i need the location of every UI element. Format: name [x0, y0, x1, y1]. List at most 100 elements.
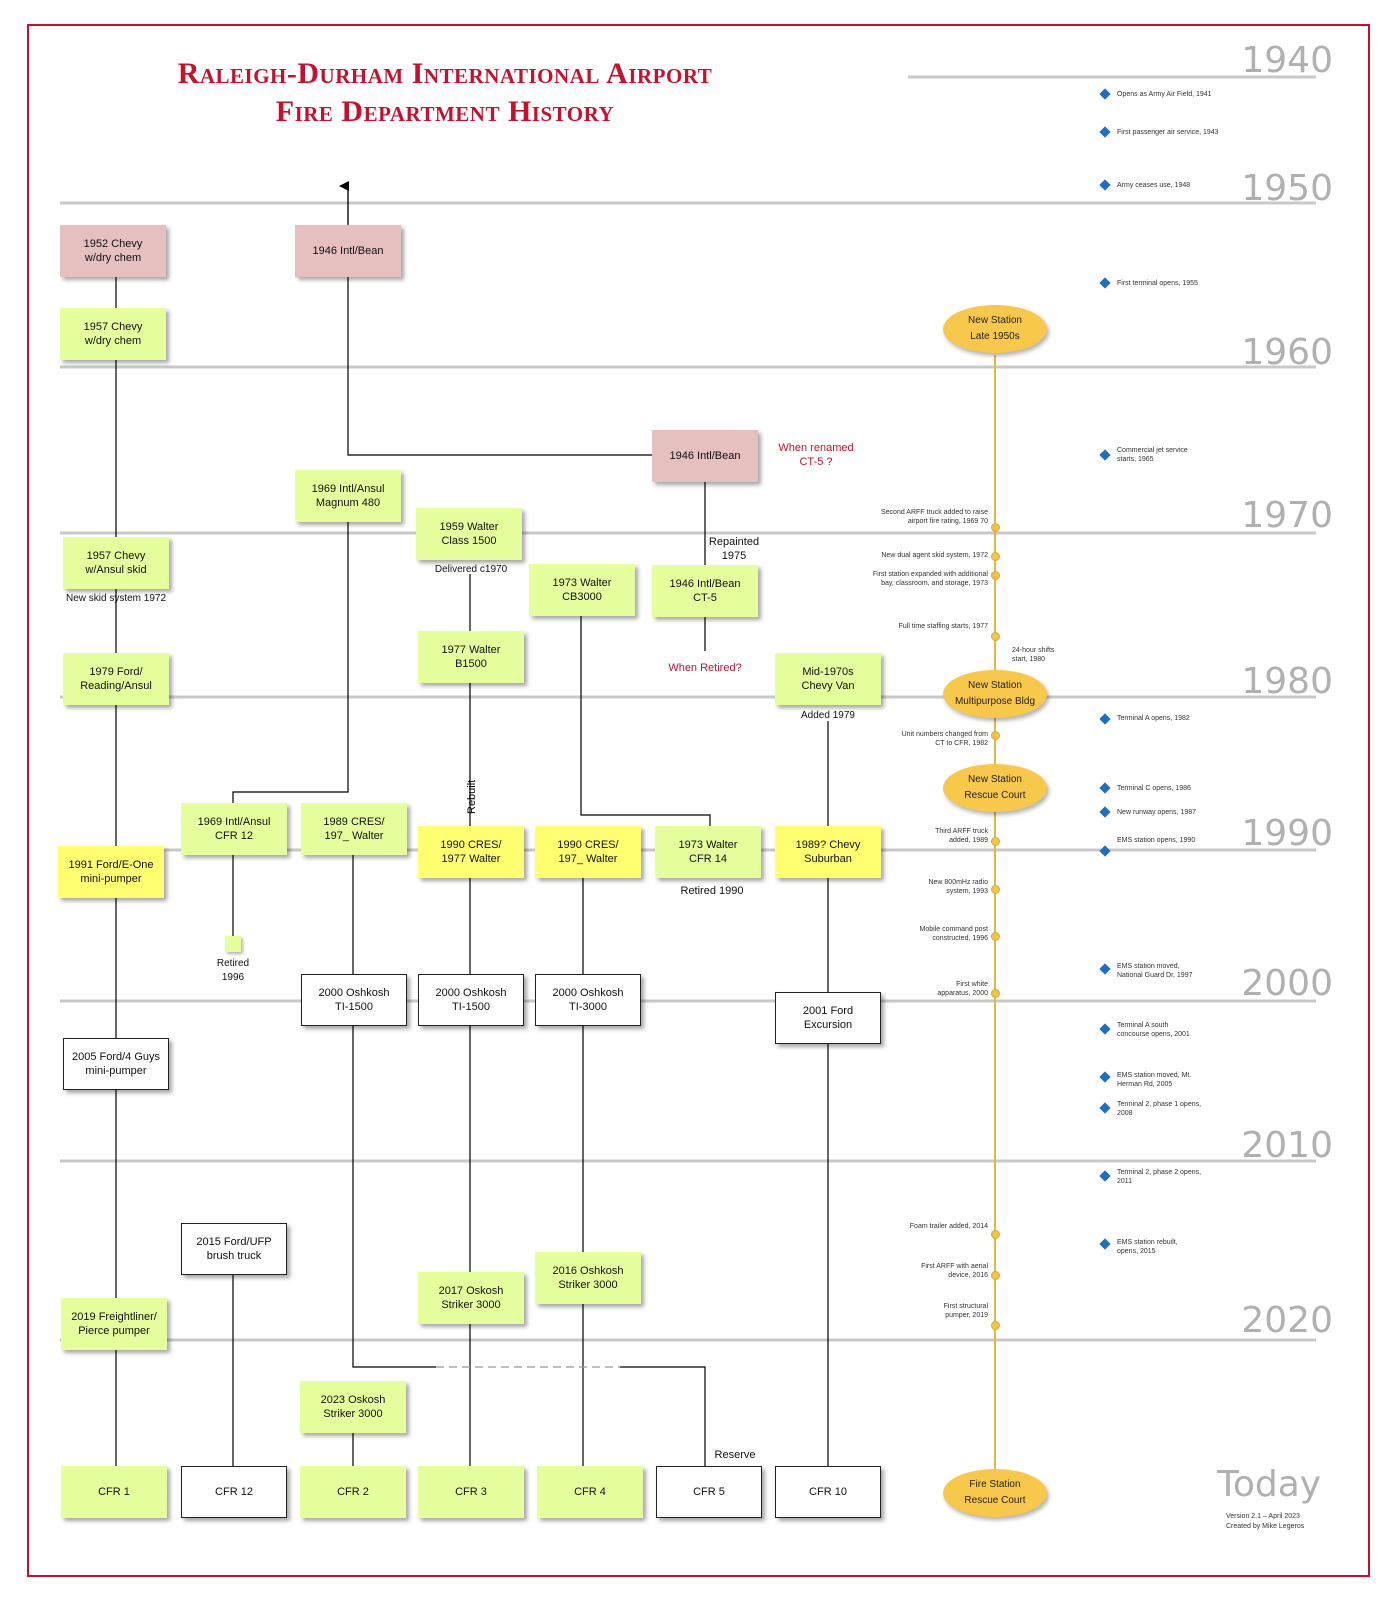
page-title: Raleigh-Durham International Airport [177, 57, 713, 90]
unit-cfr-12: CFR 12 [181, 1466, 287, 1518]
box-1989-cres: 1989 CRES/ 197_ Walter [301, 803, 407, 855]
unit-cfr-2: CFR 2 [300, 1466, 406, 1518]
box-1990-cres-197: 1990 CRES/ 197_ Walter [535, 826, 641, 878]
airport-event: EMS station moved, Mt. Herman Rd, 2005 [1117, 1072, 1192, 1088]
station-event-dot [991, 1230, 1000, 1239]
station-event-dot [991, 1321, 1000, 1330]
page-subtitle: Fire Department History [275, 95, 615, 128]
station-event-dot [991, 932, 1000, 941]
box-2000-oshkosh-a: 2000 Oshkosh TI-1500 [301, 974, 407, 1026]
box-1946-intl-bean: 1946 Intl/Bean [295, 225, 401, 277]
decade-1990: 1990 [1241, 813, 1333, 854]
note-new-skid: New skid system 1972 [65, 593, 167, 604]
station-event: First station expanded with additional b… [872, 571, 988, 587]
box-2005-ford: 2005 Ford/4 Guys mini-pumper [63, 1038, 169, 1090]
station-event: New dual agent skid system, 1972 [881, 552, 988, 559]
station-event: Unit numbers changed from CT to CFR, 198… [901, 731, 988, 747]
airport-event: EMS station opens, 1990 [1117, 837, 1196, 844]
box-1946-intl-ct5: 1946 Intl/Bean CT-5 [652, 565, 758, 617]
airport-event: Terminal C opens, 1986 [1117, 785, 1191, 792]
airport-event: First terminal opens, 1955 [1117, 280, 1198, 287]
station-event-dot [991, 731, 1000, 740]
note-when-renamed: When renamed CT-5 ? [778, 442, 854, 468]
station-rescue-court: New Station Rescue Court [943, 764, 1047, 812]
station-event-dot [991, 837, 1000, 846]
decade-2010: 2010 [1241, 1125, 1333, 1166]
station-event: Second ARFF truck added to raise airport… [881, 509, 988, 525]
page-frame [27, 24, 1370, 1577]
airport-event: Opens as Army Air Field, 1941 [1117, 91, 1212, 98]
station-event-dot [991, 632, 1000, 641]
station-event-dot [991, 571, 1000, 580]
airport-event: First passenger air service, 1943 [1117, 129, 1219, 136]
airport-event: Terminal A opens, 1982 [1117, 715, 1190, 722]
box-1957-chevy-ansul: 1957 Chevy w/Ansul skid [63, 537, 169, 589]
airport-event: Army ceases use, 1948 [1117, 182, 1191, 189]
station-event: Foam trailer added, 2014 [909, 1223, 988, 1230]
airport-event: Terminal A south concourse opens, 2001 [1117, 1022, 1190, 1038]
airport-event: Terminal 2, phase 1 opens, 2008 [1117, 1101, 1202, 1117]
station-event: First white apparatus, 2000 [937, 981, 988, 997]
note-when-retired: When Retired? [668, 662, 742, 674]
decade-1980: 1980 [1241, 661, 1333, 702]
version-note: Version 2.1 – April 2023 Created by Mike… [1226, 1513, 1305, 1530]
box-2019-freightliner: 2019 Freightliner/ Pierce pumper [61, 1298, 167, 1350]
decade-1960: 1960 [1241, 332, 1333, 373]
station-event: First structural pumper, 2019 [943, 1303, 988, 1319]
box-mid-1970s-chevy-van: Mid-1970s Chevy Van [775, 653, 881, 705]
note-retired-1996: Retired 1996 [216, 958, 250, 983]
box-1969-intl-magnum: 1969 Intl/Ansul Magnum 480 [295, 470, 401, 522]
box-2000-oshkosh-c: 2000 Oshkosh TI-3000 [535, 974, 641, 1026]
airport-event: EMS station moved, National Guard Dr, 19… [1117, 963, 1193, 979]
box-1973-walter-cb3000: 1973 Walter CB3000 [529, 564, 635, 616]
station-event-dot [991, 885, 1000, 894]
box-1952-chevy: 1952 Chevy w/dry chem [60, 225, 166, 277]
decade-1940: 1940 [1241, 40, 1333, 81]
decade-1970: 1970 [1241, 495, 1333, 536]
box-2023-oskosh: 2023 Oskosh Striker 3000 [300, 1381, 406, 1433]
box-2016-oshkosh: 2016 Oshkosh Striker 3000 [535, 1252, 641, 1304]
box-1989-chevy-suburban: 1989? Chevy Suburban [775, 826, 881, 878]
station-event: Full time staffing starts, 1977 [898, 623, 988, 630]
box-2001-ford-excursion: 2001 Ford Excursion [775, 992, 881, 1044]
box-2017-oskosh: 2017 Oskosh Striker 3000 [418, 1272, 524, 1324]
unit-cfr-4: CFR 4 [537, 1466, 643, 1518]
airport-event: Commercial jet service starts, 1965 [1117, 447, 1188, 463]
station-event-dot [991, 1271, 1000, 1280]
note-repainted: Repainted 1975 [708, 536, 760, 562]
box-2015-ford-ufp: 2015 Ford/UFP brush truck [181, 1223, 287, 1275]
retired-marker [225, 936, 241, 952]
decade-2020: 2020 [1241, 1300, 1333, 1341]
box-2000-oshkosh-b: 2000 Oshkosh TI-1500 [418, 974, 524, 1026]
box-1957-chevy-dry-chem: 1957 Chevy w/dry chem [60, 308, 166, 360]
station-event-shifts: 24-hour shifts start, 1980 [1012, 647, 1055, 663]
station-multipurpose: New Station Multipurpose Bldg [943, 670, 1047, 718]
note-rebuilt: Rebuilt [466, 779, 478, 814]
unit-cfr-3: CFR 3 [418, 1466, 524, 1518]
unit-cfr-5: CFR 5 [656, 1466, 762, 1518]
box-1969-intl-cfr12: 1969 Intl/Ansul CFR 12 [181, 803, 287, 855]
station-event-dot [991, 523, 1000, 532]
airport-event: EMS station rebuilt, opens, 2015 [1117, 1239, 1178, 1255]
box-1977-walter: 1977 Walter B1500 [418, 631, 524, 683]
station-event-dot [991, 552, 1000, 561]
station-event: New 800mHz radio system, 1993 [928, 879, 988, 895]
unit-cfr-1: CFR 1 [61, 1466, 167, 1518]
box-1991-ford: 1991 Ford/E-One mini-pumper [58, 846, 164, 898]
station-event: Third ARFF truck added, 1989 [935, 828, 988, 844]
station-event: First ARFF with aerial device, 2016 [921, 1263, 988, 1279]
box-1990-cres-1977: 1990 CRES/ 1977 Walter [418, 826, 524, 878]
box-1959-walter: 1959 Walter Class 1500 [416, 508, 522, 560]
box-1973-walter-cfr14: 1973 Walter CFR 14 [655, 826, 761, 878]
airport-event: New runway opens, 1987 [1117, 809, 1196, 816]
note-reserve: Reserve [714, 1449, 756, 1461]
station-late-1950s: New Station Late 1950s [943, 305, 1047, 353]
note-retired-1990: Retired 1990 [680, 885, 744, 897]
box-1979-ford: 1979 Ford/ Reading/Ansul [63, 653, 169, 705]
box-1946-intl-bean-b: 1946 Intl/Bean [652, 430, 758, 482]
decade-2000: 2000 [1241, 963, 1333, 1004]
unit-cfr-10: CFR 10 [775, 1466, 881, 1518]
decade-1950: 1950 [1241, 168, 1333, 209]
station-event-dot [991, 989, 1000, 998]
